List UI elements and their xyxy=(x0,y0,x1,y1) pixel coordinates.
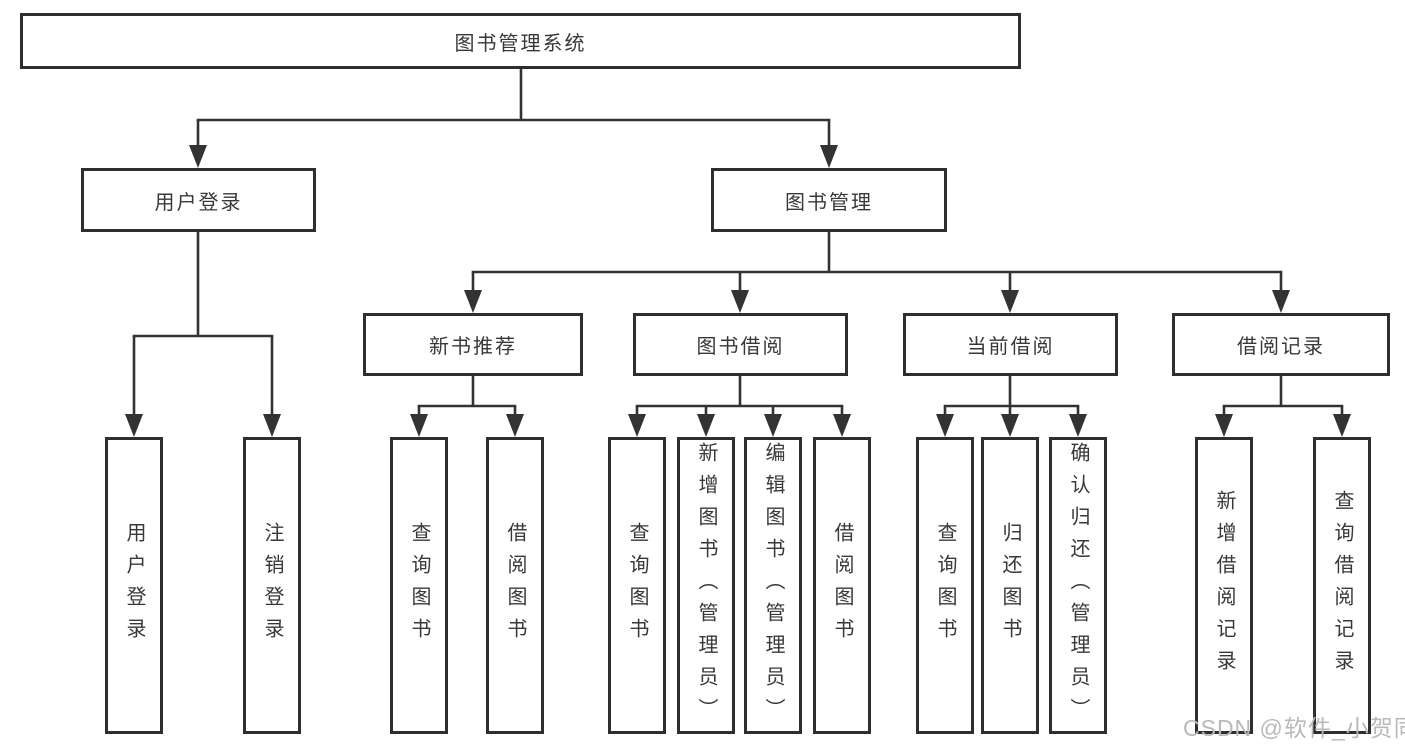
csdn-watermark: CSDN @软件_小贺同学 xyxy=(1183,715,1405,741)
leaf-borrow-query: 查询图书 xyxy=(608,437,666,734)
node-new-book-recommend: 新书推荐 xyxy=(363,313,583,376)
branch-user-login xyxy=(125,232,281,437)
branch-book-borrow xyxy=(628,376,851,437)
node-book-borrow: 图书借阅 xyxy=(633,313,848,376)
leaf-borrow-add-book-admin: 新增图书（管理员） xyxy=(677,437,735,734)
leaf-newbooks-borrow: 借阅图书 xyxy=(486,437,544,734)
leaf-records-query: 查询借阅记录 xyxy=(1313,437,1371,734)
leaf-borrow-edit-book-admin: 编辑图书（管理员） xyxy=(744,437,802,734)
leaf-current-confirm-return-admin: 确认归还（管理员） xyxy=(1049,437,1107,734)
leaf-logout: 注销登录 xyxy=(243,437,301,734)
branch-new-books xyxy=(410,376,524,437)
node-system-root: 图书管理系统 xyxy=(20,13,1021,69)
leaf-records-add: 新增借阅记录 xyxy=(1195,437,1253,734)
leaf-user-login: 用户登录 xyxy=(105,437,163,734)
leaf-current-return: 归还图书 xyxy=(981,437,1039,734)
leaf-borrow-book: 借阅图书 xyxy=(813,437,871,734)
node-borrow-records: 借阅记录 xyxy=(1172,313,1390,376)
branch-borrow-records xyxy=(1215,376,1351,437)
leaf-current-query: 查询图书 xyxy=(916,437,974,734)
branch-book-management xyxy=(464,232,1290,313)
node-current-borrow: 当前借阅 xyxy=(903,313,1118,376)
node-book-management: 图书管理 xyxy=(711,168,947,232)
branch-root xyxy=(189,69,838,168)
leaf-newbooks-query: 查询图书 xyxy=(390,437,448,734)
node-user-login: 用户登录 xyxy=(81,168,316,232)
branch-current-borrow xyxy=(936,376,1087,437)
